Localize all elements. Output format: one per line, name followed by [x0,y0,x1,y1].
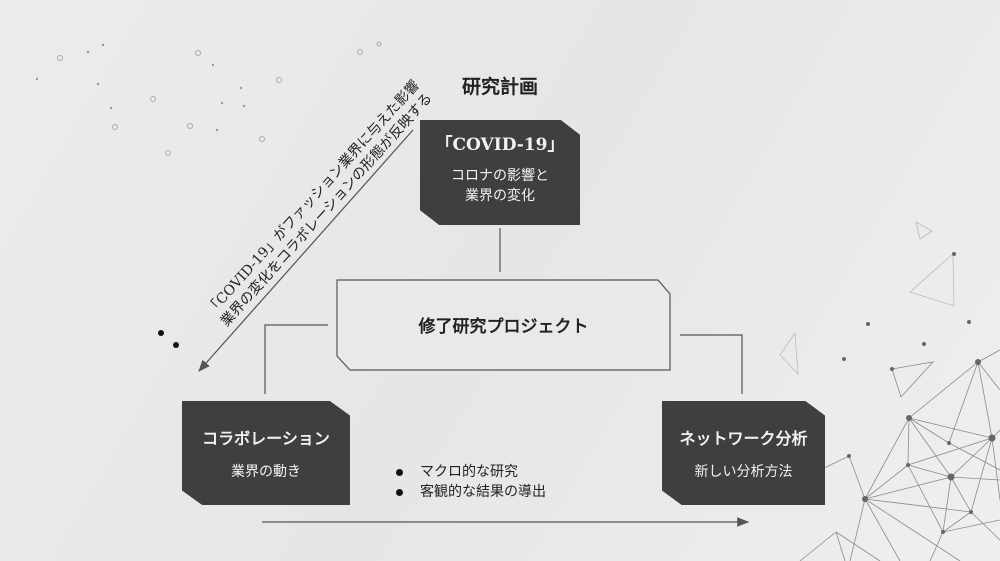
covid-box-line2: 業界の変化 [465,188,535,204]
bullet-item: 客観的な結果の導出 [396,482,546,502]
bullet-dot [158,330,164,336]
bullet-text: マクロ的な研究 [420,464,518,480]
network-box-sub: 新しい分析方法 [694,464,793,480]
bullet-dot [396,482,420,502]
network-decoration [779,221,1000,561]
network-analysis-box: ネットワーク分析 新しい分析方法 [662,401,825,505]
covid-box-heading: 「COVID-19」 [435,135,565,155]
center-project-label: 修了研究プロジェクト [418,317,589,337]
bullet-text: 客観的な結果の導出 [420,484,546,500]
bullet-item: マクロ的な研究 [396,462,546,482]
covid-box-line1: コロナの影響と [451,168,549,184]
center-box-outline [336,279,671,371]
collaboration-box-heading: コラボレーション [202,429,330,448]
slide-title: 研究計画 [461,76,538,98]
network-box-heading: ネットワーク分析 [679,429,808,448]
collaboration-box: コラボレーション 業界の動き [182,401,350,505]
covid-box: 「COVID-19」 コロナの影響と 業界の変化 [420,120,580,225]
collaboration-box-sub: 業界の動き [231,464,301,480]
left-connector [264,324,328,394]
bullet-dot [173,342,179,348]
right-connector [680,334,743,394]
bullet-dot [396,462,420,482]
bullet-list: マクロ的な研究 客観的な結果の導出 [396,462,546,502]
diagonal-arrow [198,129,414,372]
decor-dots-top-left [57,41,382,156]
